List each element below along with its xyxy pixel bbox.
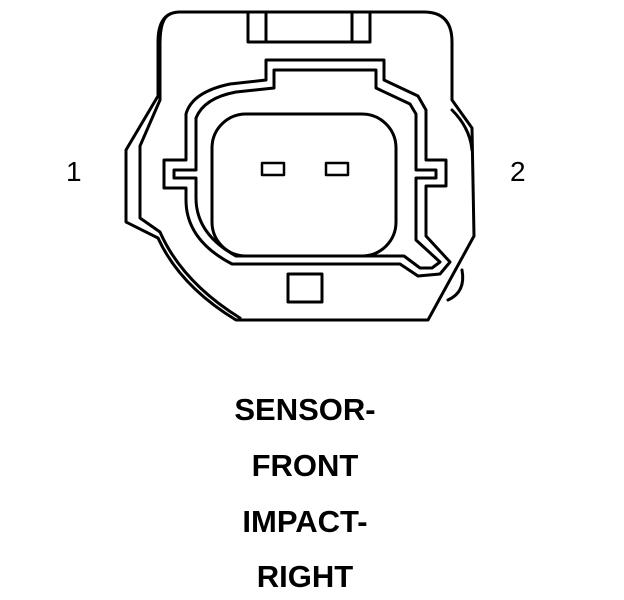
pin-2-terminal (324, 161, 350, 177)
connector-outer-shell (124, 10, 476, 322)
connector-shell-contour-left (138, 12, 242, 320)
pin-1-terminal (260, 161, 286, 177)
pin-cavity (210, 112, 398, 258)
connector-bottom-key (286, 272, 324, 304)
connector-latch-right (450, 108, 474, 152)
connector-top-tab (246, 10, 372, 44)
pin-1-label: 1 (66, 156, 82, 187)
caption-line-2: FRONT (251, 448, 359, 483)
pin-2-label: 2 (510, 156, 526, 187)
caption-line-1: SENSOR- (234, 392, 376, 427)
connector-latch-lower-right (446, 268, 465, 302)
connector-inner-housing-offset (172, 68, 442, 270)
caption-line-4: RIGHT (256, 559, 354, 594)
connector-inner-housing (162, 58, 452, 278)
caption-line-3: IMPACT- (242, 504, 368, 539)
